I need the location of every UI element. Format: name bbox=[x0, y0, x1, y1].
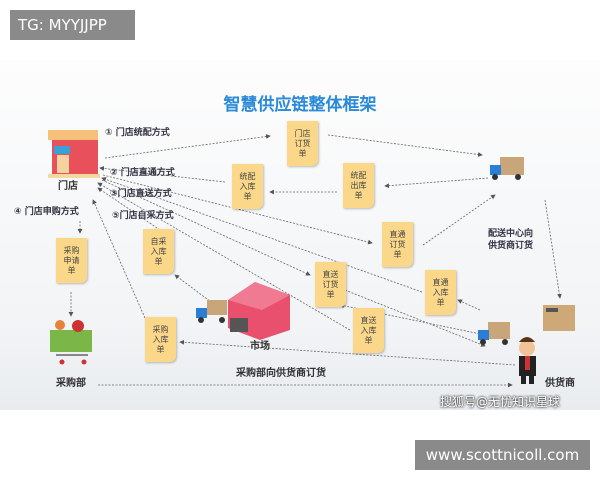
line-store-direct bbox=[101, 179, 311, 276]
note-self-in: 自采 入库 单 bbox=[143, 229, 174, 274]
annotation-purchase-order: 采购部向供货商订货 bbox=[236, 368, 326, 379]
note-dist-out: 统配 出库 单 bbox=[343, 163, 374, 208]
line-dc-supplier bbox=[544, 199, 562, 299]
bottom-label: www.scottnicoll.com bbox=[415, 440, 590, 470]
note-direct-order: 直送 订货 单 bbox=[315, 262, 346, 307]
line-directin-store bbox=[97, 182, 351, 331]
annotation-dc-order: 配送中心向 供货商订货 bbox=[488, 229, 534, 251]
store-icon bbox=[48, 130, 100, 178]
note-dist-in: 统配 入库 单 bbox=[232, 164, 263, 209]
line-supplier-directin bbox=[339, 303, 501, 339]
truck-icon-market bbox=[196, 300, 227, 323]
line-order-dc bbox=[327, 134, 483, 157]
line-dc-out bbox=[384, 177, 489, 189]
node-supplier: 供货商 bbox=[545, 378, 575, 389]
note-purchase-in: 采购 入库 单 bbox=[145, 317, 176, 362]
method-1: ① 门店统配方式 bbox=[105, 128, 170, 138]
line-truck-crossin bbox=[457, 299, 481, 311]
diagram-canvas bbox=[0, 60, 600, 410]
line-purin-store bbox=[92, 199, 146, 319]
line-self-store bbox=[97, 187, 161, 231]
note-cross-order: 直通 订货 单 bbox=[382, 222, 413, 267]
market-icon bbox=[228, 282, 290, 340]
method-3: ③门店直送方式 bbox=[110, 189, 172, 199]
node-purchasing: 采购部 bbox=[56, 378, 86, 389]
note-cross-in: 直通 入库 单 bbox=[425, 270, 456, 315]
line-crossin-store bbox=[101, 177, 423, 293]
line-cross-dc bbox=[422, 194, 496, 246]
cardboard-box-icon bbox=[543, 305, 575, 331]
supplier-person-icon bbox=[519, 337, 536, 384]
note-direct-in: 直送 入库 单 bbox=[353, 308, 384, 353]
method-4: ④ 门店申购方式 bbox=[14, 207, 79, 217]
truck-icon-dc bbox=[490, 157, 524, 180]
line-store-order bbox=[104, 134, 271, 159]
shopping-cart-icon bbox=[50, 320, 92, 365]
line-direct-supplier bbox=[344, 289, 486, 347]
node-market: 市场 bbox=[250, 341, 270, 352]
truck-icon-supplier bbox=[478, 322, 510, 345]
diagram-title: 智慧供应链整体框架 bbox=[223, 95, 377, 115]
watermark: 搜狐号@无忧知识星球 bbox=[440, 395, 561, 409]
method-5: ⑤门店自采方式 bbox=[112, 211, 174, 221]
top-label: TG: MYYJJPP bbox=[10, 10, 135, 40]
node-store: 门店 bbox=[58, 181, 78, 192]
method-2: ② 门店直通方式 bbox=[110, 168, 175, 178]
line-store-cross bbox=[102, 174, 373, 245]
note-store-order: 门店 订货 单 bbox=[287, 121, 318, 166]
note-purchase-req: 采购 申请 单 bbox=[56, 238, 87, 283]
line-supplier-purin bbox=[179, 339, 516, 366]
